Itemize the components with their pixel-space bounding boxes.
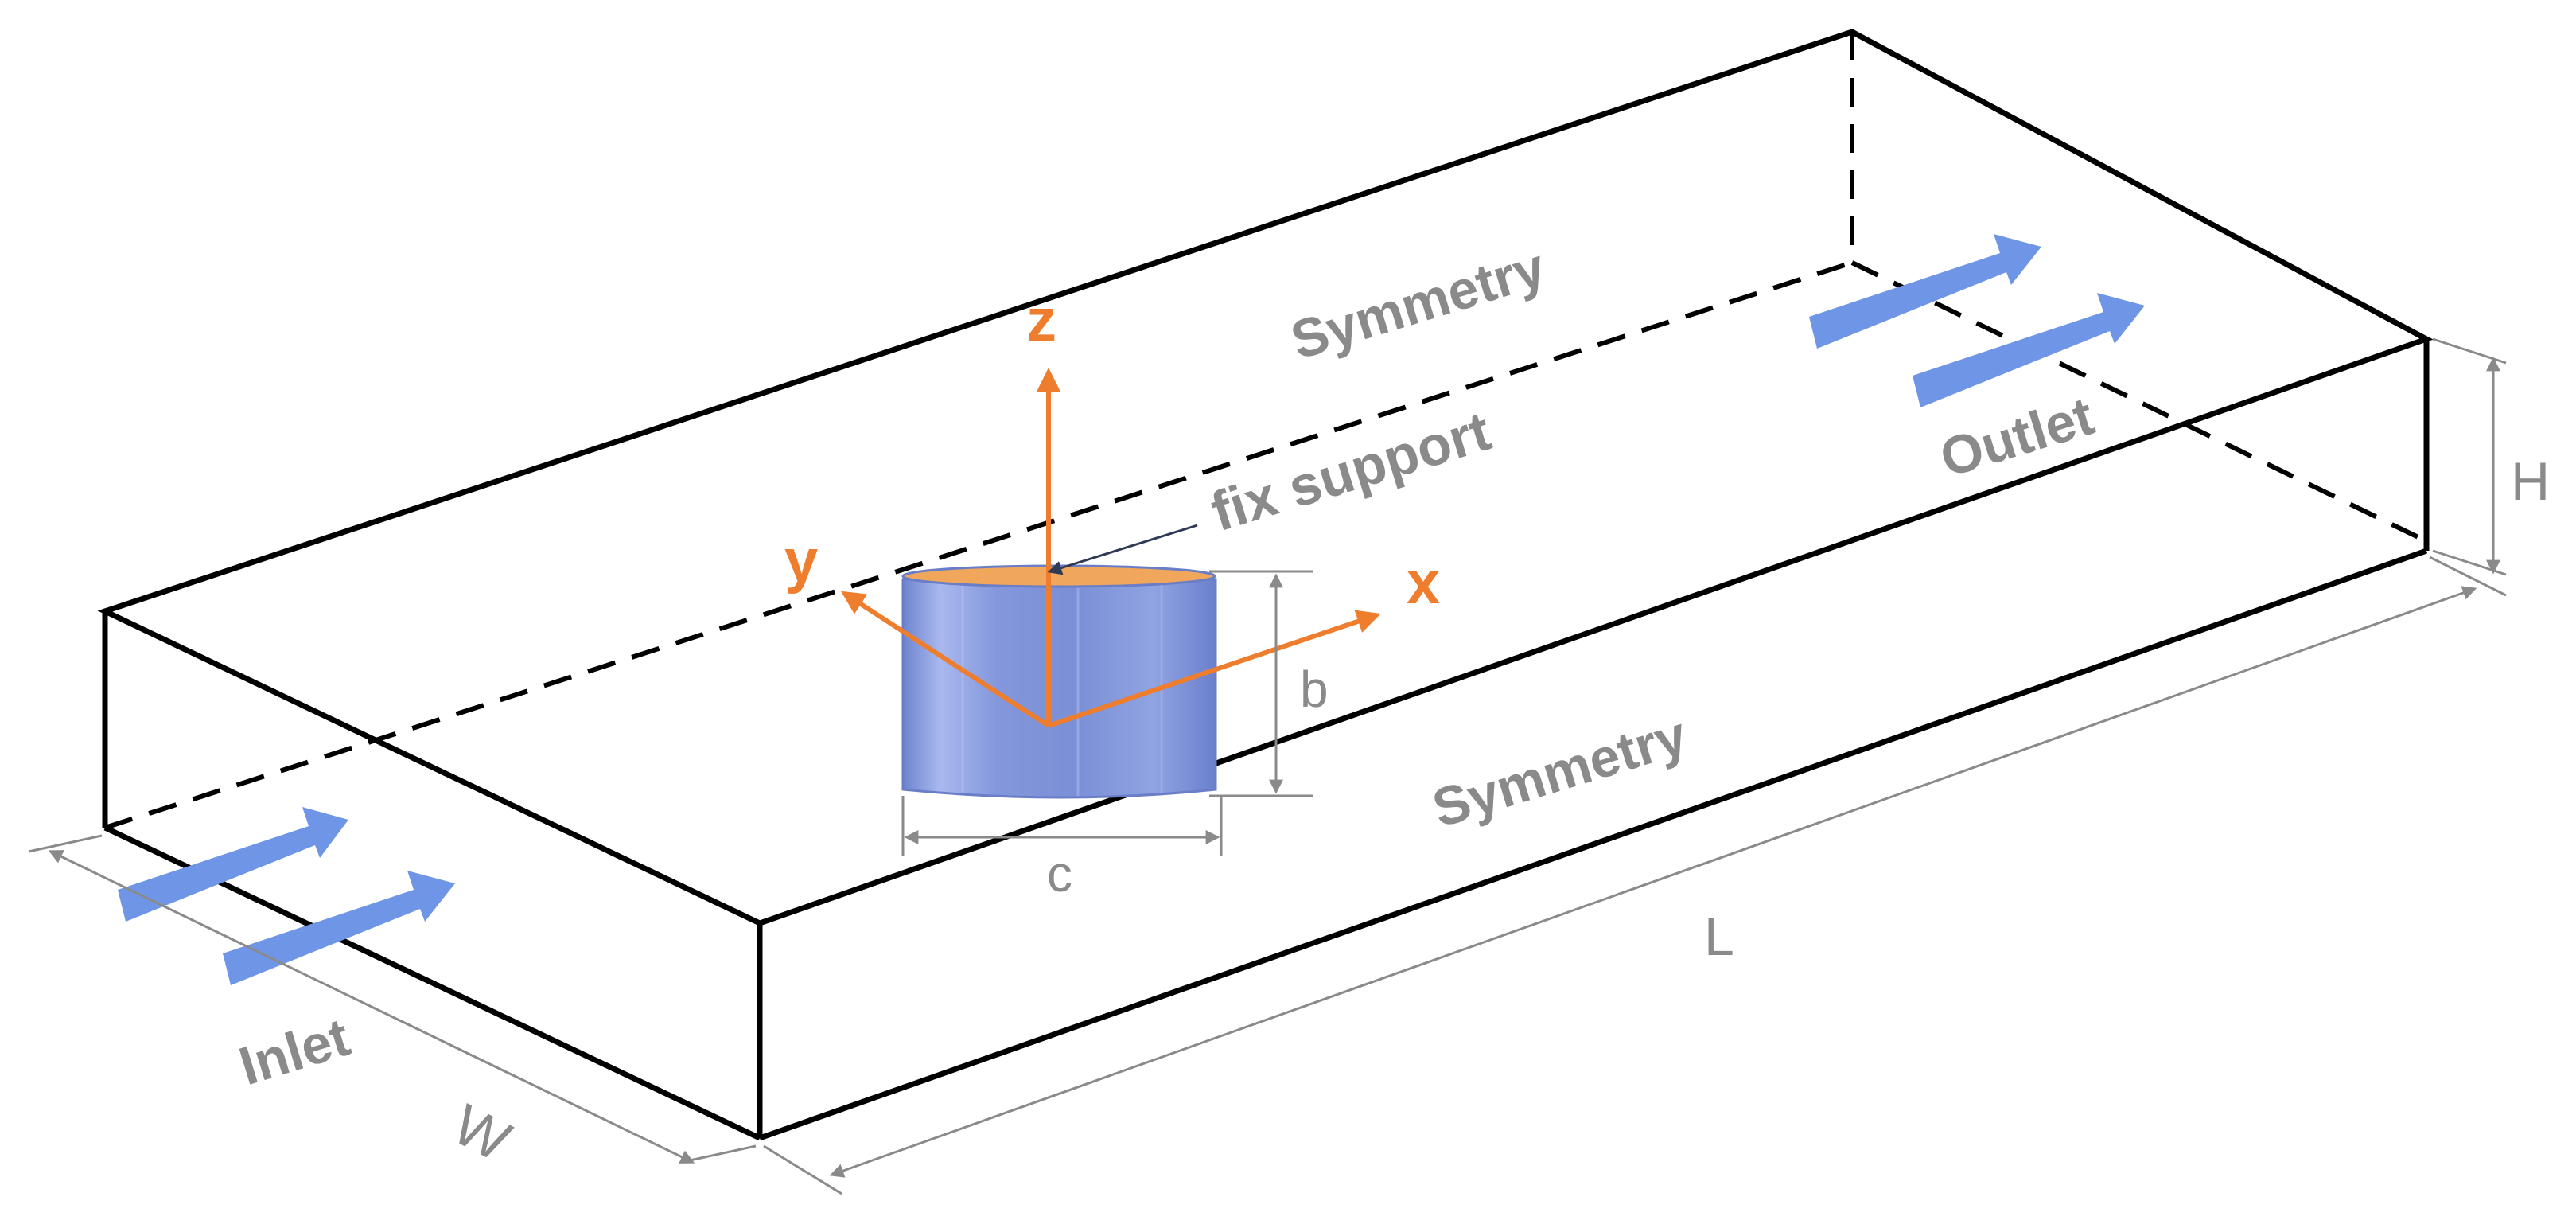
outlet-arrow-icon [1913, 293, 2145, 407]
dim-line-W [48, 850, 695, 1164]
symmetry-side-label: Symmetry [1426, 704, 1694, 839]
axis-y-label: y [784, 527, 818, 595]
hidden-edge-bottom-back [104, 260, 1853, 830]
outlet-arrows [1809, 234, 2145, 407]
dim-L-label: L [1704, 906, 1734, 967]
dim-W-label: W [443, 1093, 520, 1174]
outlet-arrow-icon [1809, 234, 2041, 349]
cylinder [901, 564, 1217, 799]
inlet-arrow-icon [223, 871, 455, 985]
dim-line-L [829, 586, 2477, 1178]
outlet-label: Outlet [1933, 385, 2100, 489]
inlet-arrows [118, 807, 455, 985]
fix-support-leader [1047, 524, 1198, 575]
dim-H-label: H [2511, 451, 2550, 512]
cylinder-body [901, 578, 1217, 799]
fix-support-label: fix support [1204, 400, 1498, 543]
visible-edges [97, 29, 2434, 1141]
axis-z-label: z [1026, 287, 1056, 354]
symmetry-top-label: Symmetry [1284, 236, 1552, 371]
hidden-edge-bottom-right [1850, 260, 2428, 544]
axis-x-label: x [1407, 549, 1440, 617]
inlet-arrow-icon [118, 807, 348, 922]
inlet-label: Inlet [232, 1007, 356, 1097]
dim-b-label: b [1300, 661, 1329, 718]
dimension-lines [28, 337, 2507, 1195]
labels: Symmetry Symmetry fix support Inlet Outl… [232, 236, 2550, 1174]
hidden-edges [104, 32, 2428, 830]
dim-c-label: c [1047, 845, 1072, 903]
